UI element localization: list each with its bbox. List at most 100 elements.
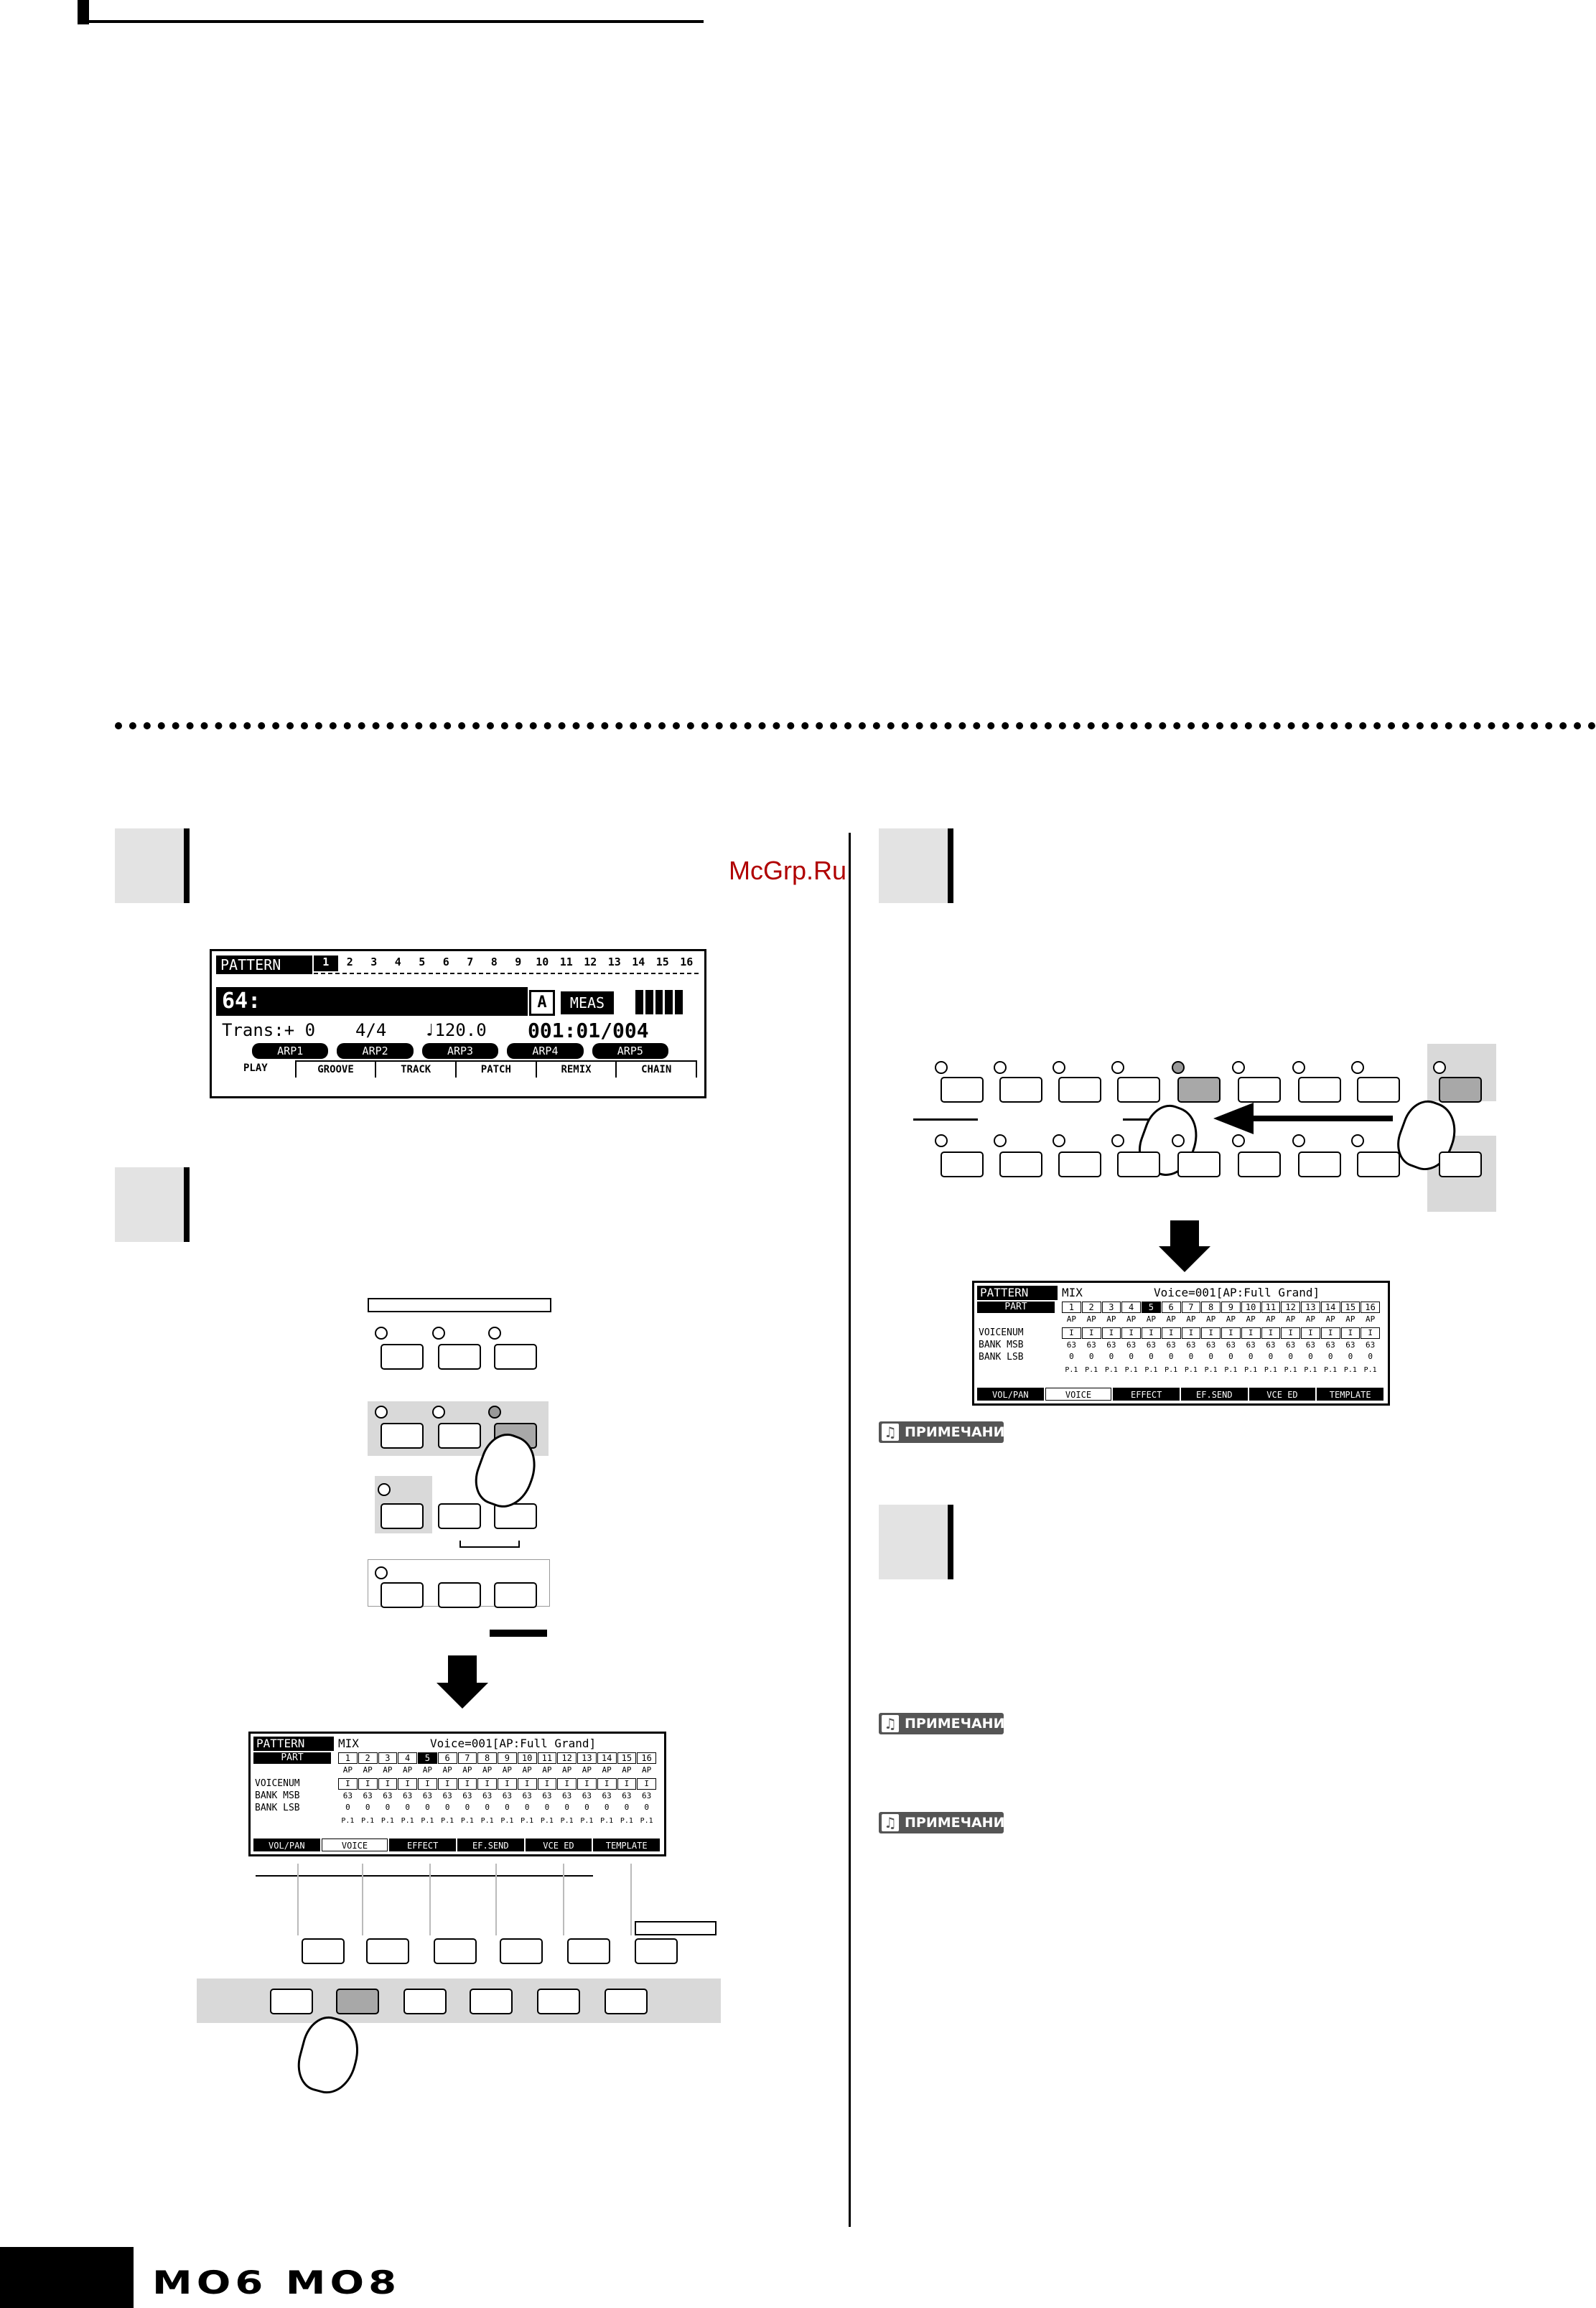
arp-button[interactable]: ARP5 — [592, 1043, 669, 1059]
mode-button-1[interactable] — [381, 1344, 424, 1370]
lcd-tab[interactable]: PATCH — [457, 1060, 537, 1078]
track-mute-button[interactable] — [1357, 1151, 1400, 1177]
lcd-tab[interactable]: EF.SEND — [1181, 1388, 1248, 1401]
tempo-value: ♩120.0 — [424, 1020, 487, 1040]
lcd-tab[interactable]: VOICE — [321, 1839, 388, 1851]
lcd-tab[interactable]: TRACK — [376, 1060, 457, 1078]
left-arrow-icon — [1249, 1116, 1393, 1121]
track-select-button[interactable] — [1058, 1077, 1101, 1103]
lower-button-2[interactable] — [438, 1582, 481, 1608]
lcd-tab[interactable]: TEMPLATE — [593, 1839, 660, 1851]
voice-readout: Voice=001[AP:Full Grand] — [430, 1737, 597, 1750]
bank-lsb-cell: 0 — [564, 1803, 569, 1812]
part-number: 7 — [1181, 1302, 1201, 1313]
part-footer-cell: P.1 — [560, 1817, 574, 1825]
step-box-1 — [115, 828, 190, 903]
part-label: PART — [977, 1302, 1055, 1313]
bank-lsb-cell: 0 — [465, 1803, 470, 1812]
part-category: AP — [522, 1765, 532, 1775]
track-mute-button[interactable] — [1238, 1151, 1281, 1177]
track-select-button[interactable] — [1177, 1077, 1221, 1103]
part-category: AP — [442, 1765, 452, 1775]
part-category: AP — [582, 1765, 592, 1775]
voice-number-cell: I — [1101, 1327, 1121, 1339]
arp-button[interactable]: ARP4 — [507, 1043, 584, 1059]
knob-leader-line — [362, 1864, 363, 1935]
part-footer-cell: P.1 — [341, 1817, 355, 1825]
lcd-tab[interactable]: EF.SEND — [457, 1839, 524, 1851]
lcd-tab[interactable]: EFFECT — [1113, 1388, 1180, 1401]
lcd-tab[interactable]: VOL/PAN — [977, 1388, 1044, 1401]
knob-button[interactable] — [302, 1938, 345, 1964]
sf2-button[interactable] — [336, 1989, 379, 2014]
track-number: 14 — [632, 956, 645, 968]
part-select-button[interactable] — [1439, 1077, 1482, 1103]
voice-number-cell: I — [1142, 1327, 1161, 1339]
knob-button[interactable] — [366, 1938, 409, 1964]
lcd-tab[interactable]: VCE ED — [525, 1839, 592, 1851]
part-category: AP — [502, 1765, 512, 1775]
track-number: 10 — [536, 956, 549, 968]
track-mute-button[interactable] — [1177, 1151, 1221, 1177]
lcd-tab[interactable]: VCE ED — [1249, 1388, 1316, 1401]
part-number: 7 — [457, 1752, 477, 1764]
voice-number-cell: I — [1062, 1327, 1081, 1339]
mode-button-2[interactable] — [438, 1344, 481, 1370]
edit-button[interactable] — [381, 1503, 424, 1529]
lcd-tab[interactable]: TEMPLATE — [1317, 1388, 1383, 1401]
sub-function-button[interactable] — [537, 1989, 580, 2014]
track-number: 4 — [394, 956, 401, 968]
track-select-button[interactable] — [1357, 1077, 1400, 1103]
lower-button-1[interactable] — [381, 1582, 424, 1608]
lcd-tab[interactable]: VOL/PAN — [253, 1839, 320, 1851]
part-category: AP — [1146, 1314, 1156, 1324]
track-mute-button[interactable] — [1058, 1151, 1101, 1177]
track-mute-button[interactable] — [1117, 1151, 1160, 1177]
arp-button[interactable]: ARP3 — [421, 1043, 499, 1059]
down-arrow-icon — [448, 1655, 477, 1683]
track-mute-button[interactable] — [999, 1151, 1042, 1177]
part-number: 12 — [557, 1752, 577, 1764]
note-label: ПРИМЕЧАНИЕ — [905, 1424, 1014, 1440]
sub-function-button[interactable] — [270, 1989, 313, 2014]
lcd-tab[interactable]: EFFECT — [389, 1839, 456, 1851]
lower-button-3[interactable] — [494, 1582, 537, 1608]
track-select-button[interactable] — [1298, 1077, 1341, 1103]
part-number: 1 — [338, 1752, 358, 1764]
mode-button-4[interactable] — [381, 1423, 424, 1449]
lcd-title: PATTERN — [977, 1286, 1058, 1300]
bank-msb-cell: 63 — [1186, 1340, 1196, 1350]
knob-button[interactable] — [434, 1938, 477, 1964]
bank-lsb-cell: 0 — [444, 1803, 450, 1812]
track-mute-button[interactable] — [1298, 1151, 1341, 1177]
track-mute-button[interactable] — [941, 1151, 984, 1177]
job-button[interactable] — [438, 1503, 481, 1529]
part-footer-cell: P.1 — [460, 1817, 474, 1825]
arp-button[interactable]: ARP2 — [337, 1043, 414, 1059]
track-select-button[interactable] — [1238, 1077, 1281, 1103]
lcd-tab[interactable]: GROOVE — [296, 1060, 377, 1078]
knob-button[interactable] — [567, 1938, 610, 1964]
mode-button-3[interactable] — [494, 1344, 537, 1370]
row-label: BANK LSB — [255, 1803, 300, 1813]
sub-function-button[interactable] — [403, 1989, 447, 2014]
track-led — [994, 1061, 1007, 1074]
lcd-tab[interactable]: CHAIN — [617, 1060, 698, 1078]
lcd-tab[interactable]: VOICE — [1045, 1388, 1112, 1401]
lcd-title: PATTERN — [253, 1737, 334, 1751]
lcd-tab[interactable]: REMIX — [536, 1060, 617, 1078]
sub-function-button[interactable] — [470, 1989, 513, 2014]
track-select-button[interactable] — [999, 1077, 1042, 1103]
knob-button[interactable] — [500, 1938, 543, 1964]
sub-function-button[interactable] — [605, 1989, 648, 2014]
track-number: 2 — [346, 956, 353, 968]
track-select-button[interactable] — [1117, 1077, 1160, 1103]
mode-button-5[interactable] — [438, 1423, 481, 1449]
part-number: 3 — [378, 1752, 398, 1764]
lcd-tab[interactable]: PLAY — [216, 1060, 297, 1078]
part-mute-button[interactable] — [1439, 1151, 1482, 1177]
knob-button[interactable] — [635, 1938, 678, 1964]
track-select-button[interactable] — [941, 1077, 984, 1103]
arp-button[interactable]: ARP1 — [252, 1043, 329, 1059]
part-category: AP — [1106, 1314, 1116, 1324]
